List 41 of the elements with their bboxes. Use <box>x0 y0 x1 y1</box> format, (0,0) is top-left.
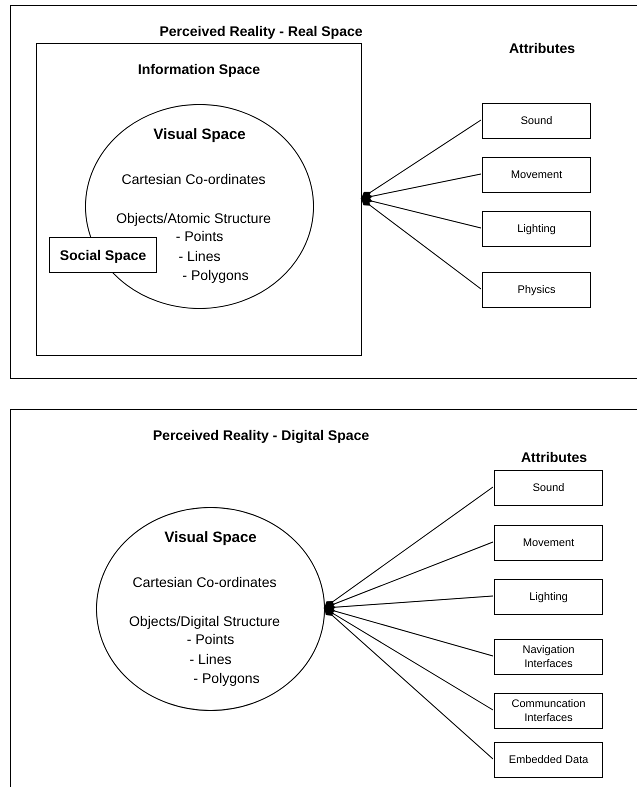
attribute-box: Communcation Interfaces <box>494 693 603 729</box>
attribute-box: Sound <box>494 470 603 506</box>
panel-frame <box>10 5 637 379</box>
attribute-box: Physics <box>482 272 591 308</box>
panel-frame <box>10 409 637 787</box>
attribute-box: Movement <box>482 157 591 193</box>
attribute-box: Movement <box>494 525 603 561</box>
attribute-box: Lighting <box>494 579 603 615</box>
attribute-box: Lighting <box>482 211 591 247</box>
panel-title: Perceived Reality - Digital Space <box>152 426 370 445</box>
ellipse-text: Cartesian Co-ordinates <box>132 573 276 592</box>
region-box <box>36 43 362 356</box>
connector-line <box>360 198 482 290</box>
ellipse-text: Objects/Atomic Structure <box>116 209 271 228</box>
label-box: Social Space <box>49 237 157 273</box>
ellipse-text: - Polygons <box>182 266 249 285</box>
attribute-box: Embedded Data <box>494 742 603 778</box>
ellipse-text: - Lines <box>189 650 232 669</box>
ellipse-text: - Points <box>176 227 224 246</box>
column-heading: Attributes <box>508 39 576 58</box>
attribute-box: Sound <box>482 103 591 139</box>
connector-line <box>324 608 494 760</box>
ellipse-text: Objects/Digital Structure <box>129 612 280 631</box>
ellipse-text: - Lines <box>178 247 221 266</box>
connector-line <box>324 608 494 710</box>
connector-line <box>360 174 482 202</box>
ellipse-heading: Visual Space <box>164 528 257 548</box>
ellipse-text: Cartesian Co-ordinates <box>122 170 266 189</box>
ellipse-text: - Polygons <box>193 669 260 688</box>
connector-line <box>324 486 494 608</box>
attribute-box: Navigation Interfaces <box>494 639 603 675</box>
ellipse-node <box>96 507 325 711</box>
ellipse-text: - Points <box>186 630 234 649</box>
column-heading: Attributes <box>520 448 588 467</box>
panel-title: Perceived Reality - Real Space <box>158 22 364 41</box>
connector-line <box>360 120 482 199</box>
connector-line <box>324 542 494 610</box>
connector-line <box>324 606 494 656</box>
region-heading: Information Space <box>136 60 262 79</box>
ellipse-heading: Visual Space <box>153 125 246 145</box>
connector-line <box>360 196 482 228</box>
